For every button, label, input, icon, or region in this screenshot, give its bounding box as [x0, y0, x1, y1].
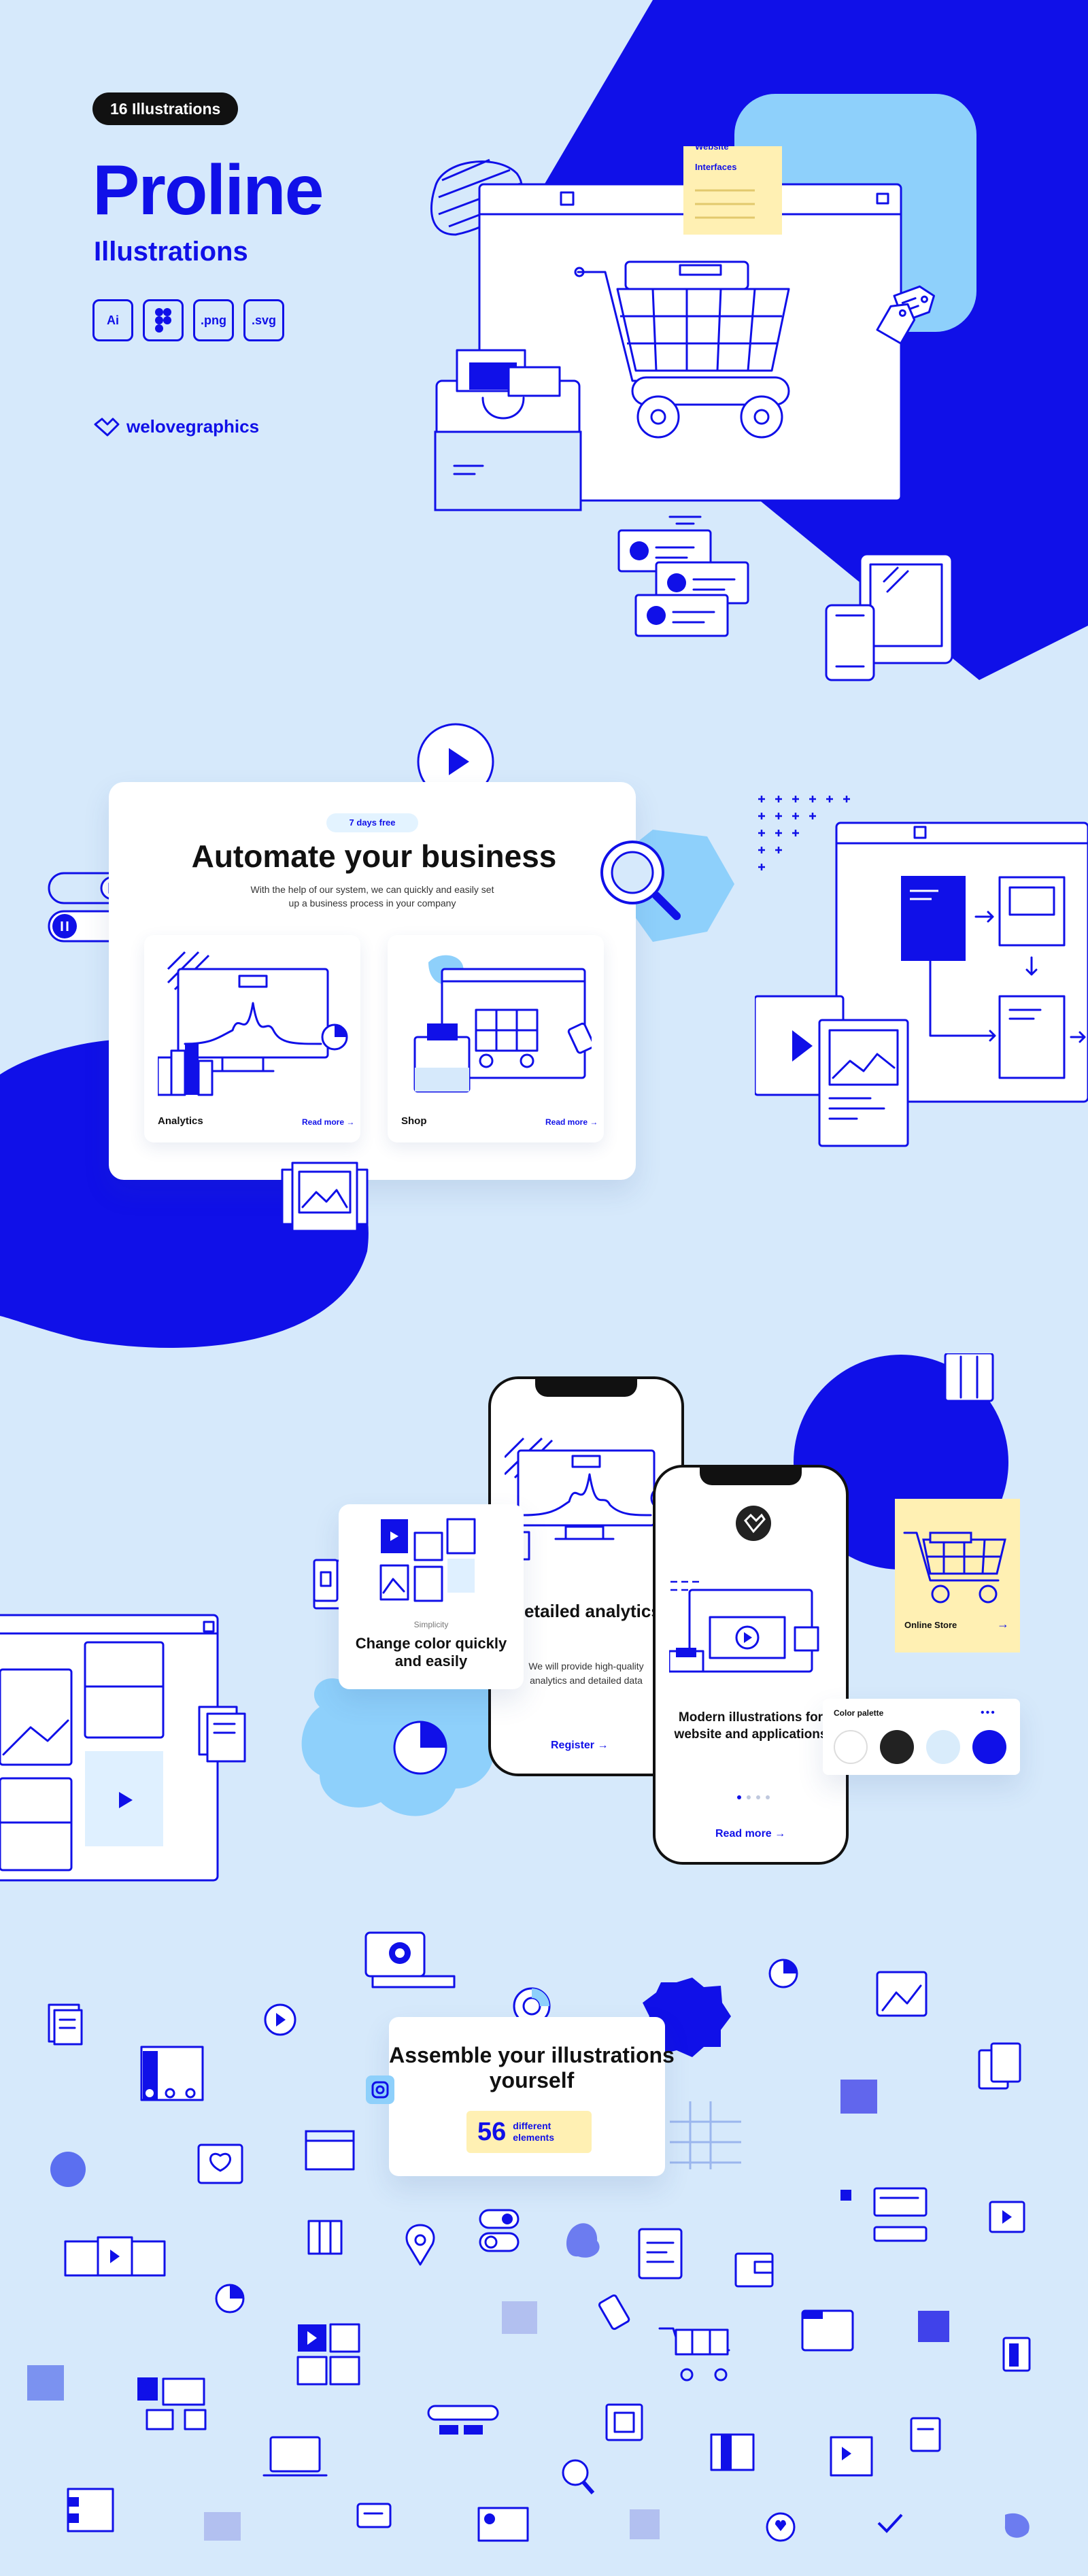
- phone-analytics: Detailed analytics We will provide high-…: [488, 1376, 684, 1776]
- simplicity-title: Change color quickly and easily: [355, 1635, 507, 1670]
- free-trial-pill: 7 days free: [326, 813, 418, 832]
- simplicity-card: Simplicity Change color quickly and easi…: [313, 1504, 524, 1689]
- ai-format-icon: Ai: [92, 299, 133, 341]
- automate-description: With the help of our system, we can quic…: [250, 884, 494, 909]
- illustrations-count-badge: 16 Illustrations: [92, 92, 239, 125]
- analytics-card[interactable]: Analytics Read more →: [144, 935, 360, 1142]
- phone-notch-2: [700, 1468, 802, 1485]
- png-format-icon: .png: [193, 299, 234, 341]
- product-title: Proline: [92, 151, 324, 230]
- phone-analytics-illustration: [505, 1437, 675, 1561]
- elements-count-label: different elements: [513, 2120, 554, 2143]
- carousel-dot-active[interactable]: [737, 1795, 741, 1799]
- swatch-black[interactable]: [880, 1730, 914, 1764]
- phone-notch: [535, 1379, 637, 1397]
- swatch-light-blue[interactable]: [926, 1730, 960, 1764]
- shop-label: Shop: [401, 1115, 427, 1127]
- analytics-illustration: [158, 951, 348, 1096]
- gallery-icon: [281, 1162, 369, 1232]
- zipper-file-icon: [313, 1559, 339, 1602]
- swatch-blue[interactable]: [972, 1730, 1006, 1764]
- note-website: Website: [695, 146, 729, 152]
- carousel-dot[interactable]: [766, 1795, 770, 1799]
- elements-count: 56: [477, 2117, 507, 2146]
- elements-scatter: [27, 1931, 1031, 2542]
- online-store-arrow-icon[interactable]: →: [997, 1617, 1009, 1631]
- magnifier-icon: [600, 841, 681, 920]
- phone-video-illustration: [669, 1580, 819, 1673]
- register-link[interactable]: Register →: [551, 1740, 609, 1751]
- toggle-icons: [48, 872, 129, 943]
- modern-read-more[interactable]: Read more →: [715, 1828, 786, 1840]
- carousel-dot[interactable]: [747, 1795, 751, 1799]
- analytics-read-more[interactable]: Read more →: [302, 1117, 355, 1127]
- color-tiles-illustration: [379, 1518, 476, 1602]
- note-interfaces: Interfaces: [695, 162, 736, 172]
- palette-label: Color palette: [834, 1708, 884, 1718]
- swatch-white[interactable]: [834, 1730, 868, 1764]
- assemble-title: Assemble your illustrations yourself: [389, 2043, 675, 2092]
- section3-shapes: [0, 1353, 1008, 1882]
- shop-card[interactable]: Shop Read more →: [388, 935, 604, 1142]
- svg-format-icon: .svg: [243, 299, 284, 341]
- simplicity-kicker: Simplicity: [413, 1620, 449, 1629]
- shop-illustration: [413, 955, 592, 1093]
- brand-logo[interactable]: welovegraphics: [92, 416, 259, 437]
- store-cart-illustration: [903, 1531, 1006, 1604]
- analytics-phone-text: We will provide high-quality analytics a…: [528, 1661, 644, 1686]
- brand-name: welovegraphics: [126, 416, 260, 437]
- shop-read-more[interactable]: Read more →: [545, 1117, 598, 1127]
- shopping-cart-illustration: Website Interfaces: [430, 146, 953, 681]
- modern-phone-title: Modern illustrations for website and app…: [674, 1710, 828, 1742]
- elements-count-badge: 56 different elements: [466, 2111, 592, 2153]
- analytics-label: Analytics: [158, 1115, 203, 1127]
- phone-modern: Modern illustrations for website and app…: [653, 1465, 849, 1865]
- automate-title: Automate your business: [191, 838, 557, 874]
- heart-logo-icon: [94, 418, 120, 436]
- analytics-phone-title: Detailed analytics: [511, 1601, 661, 1621]
- color-palette-card: Color palette •••: [823, 1699, 1020, 1775]
- logo-circle-icon: [736, 1506, 771, 1541]
- figma-format-icon: [143, 299, 184, 341]
- instagram-icon: [366, 2075, 394, 2104]
- online-store-label: Online Store: [904, 1620, 957, 1630]
- product-subtitle: Illustrations: [94, 237, 248, 267]
- carousel-dot[interactable]: [756, 1795, 760, 1799]
- online-store-card[interactable]: Online Store →: [895, 1499, 1020, 1653]
- flowchart-illustration: [755, 796, 1088, 1147]
- palette-more-icon[interactable]: •••: [981, 1707, 996, 1718]
- automate-card: 7 days free With the help of our system,…: [109, 782, 636, 1180]
